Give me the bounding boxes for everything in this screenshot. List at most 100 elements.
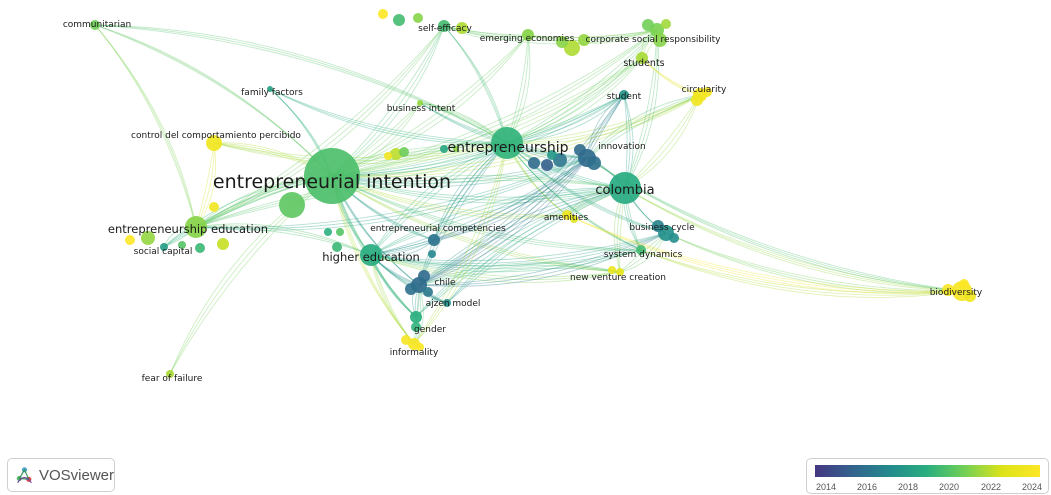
label-entrepreneurship-education[interactable]: entrepreneurship education	[108, 222, 268, 236]
minor-node[interactable]	[332, 242, 342, 252]
minor-node[interactable]	[691, 94, 703, 106]
label-colombia[interactable]: colombia	[595, 183, 654, 198]
node-ent[interactable]	[491, 127, 523, 159]
minor-node[interactable]	[324, 228, 332, 236]
minor-node[interactable]	[541, 159, 553, 171]
minor-node[interactable]	[453, 146, 459, 152]
label-entrepreneurship[interactable]: entrepreneurship	[447, 140, 568, 156]
network-map[interactable]: entrepreneurial intention entrepreneursh…	[0, 0, 1051, 455]
minor-node[interactable]	[401, 335, 411, 345]
node-he[interactable]	[360, 244, 382, 266]
node-ff[interactable]	[267, 86, 273, 92]
minor-node[interactable]	[141, 231, 155, 245]
node-ecomp[interactable]	[428, 234, 440, 246]
node-ccp[interactable]	[206, 135, 222, 151]
minor-node[interactable]	[556, 36, 568, 48]
minor-node[interactable]	[564, 40, 580, 56]
label-new-venture-creation[interactable]: new venture creation	[570, 273, 666, 283]
label-chile[interactable]: chile	[434, 278, 456, 288]
minor-node[interactable]	[279, 192, 305, 218]
node-sc[interactable]	[160, 243, 168, 251]
link-line	[433, 157, 588, 241]
minor-node[interactable]	[418, 270, 430, 282]
node-comm[interactable]	[90, 20, 100, 30]
minor-node[interactable]	[959, 279, 969, 289]
minor-node[interactable]	[405, 283, 417, 295]
minor-node[interactable]	[653, 33, 667, 47]
minor-node[interactable]	[702, 87, 712, 97]
minor-node[interactable]	[413, 13, 423, 23]
minor-node[interactable]	[399, 147, 409, 157]
label-fear-of-failure[interactable]: fear of failure	[142, 374, 203, 384]
node-bi[interactable]	[417, 100, 423, 106]
label-business-intent[interactable]: business intent	[387, 104, 456, 114]
minor-node[interactable]	[428, 250, 436, 258]
minor-node[interactable]	[209, 202, 219, 212]
minor-node[interactable]	[416, 343, 424, 351]
label-students[interactable]: students	[623, 58, 664, 69]
minor-node[interactable]	[608, 266, 616, 274]
minor-node[interactable]	[528, 157, 540, 169]
minor-node[interactable]	[456, 22, 468, 34]
label-corporate-social-responsibility[interactable]: corporate social responsibility	[586, 35, 722, 45]
label-higher-education[interactable]: higher education	[322, 250, 420, 264]
label-informality[interactable]: informality	[390, 348, 439, 358]
link-line	[331, 175, 642, 251]
node-ajz[interactable]	[443, 299, 451, 307]
label-control-del-comportamiento-percibido[interactable]: control del comportamiento percibido	[131, 131, 301, 141]
label-emerging-economies[interactable]: emerging economies	[480, 34, 575, 44]
minor-node[interactable]	[125, 235, 135, 245]
minor-node[interactable]	[390, 148, 402, 160]
vosviewer-logo[interactable]: VOSviewer	[7, 458, 115, 492]
label-business-cycle[interactable]: business cycle	[629, 223, 695, 233]
minor-node[interactable]	[440, 145, 448, 153]
label-family-factors[interactable]: family factors	[241, 88, 303, 98]
node-ei[interactable]	[304, 148, 360, 204]
label-social-capital[interactable]: social capital	[134, 247, 193, 257]
label-gender[interactable]: gender	[414, 325, 446, 335]
label-entrepreneurial-intention[interactable]: entrepreneurial intention	[213, 171, 451, 193]
minor-node[interactable]	[652, 220, 664, 232]
label-entrepreneurial-competencies[interactable]: entrepreneurial competencies	[370, 224, 506, 234]
node-stu[interactable]	[636, 52, 648, 64]
minor-node[interactable]	[942, 284, 954, 296]
label-student[interactable]: student	[607, 92, 642, 102]
label-self-efficacy[interactable]: self-efficacy	[418, 24, 472, 34]
node-fof[interactable]	[166, 370, 174, 378]
minor-node[interactable]	[393, 14, 405, 26]
minor-node[interactable]	[578, 34, 590, 46]
minor-node[interactable]	[547, 150, 557, 160]
node-amen[interactable]	[562, 210, 572, 220]
minor-node[interactable]	[336, 228, 344, 236]
minor-node[interactable]	[642, 19, 654, 31]
label-system-dynamics[interactable]: system dynamics	[604, 250, 683, 260]
label-innovation[interactable]: innovation	[598, 142, 646, 152]
node-ee[interactable]	[185, 216, 207, 238]
minor-node[interactable]	[195, 243, 205, 253]
minor-node[interactable]	[384, 152, 392, 160]
minor-node[interactable]	[661, 19, 671, 29]
minor-node[interactable]	[411, 322, 421, 332]
minor-node[interactable]	[378, 9, 388, 19]
minor-node[interactable]	[587, 156, 601, 170]
minor-node[interactable]	[574, 144, 586, 156]
minor-node[interactable]	[964, 290, 976, 302]
node-eme[interactable]	[522, 29, 534, 41]
label-circularity[interactable]: circularity	[682, 85, 727, 95]
link-line	[195, 225, 372, 256]
node-nvc[interactable]	[616, 268, 624, 276]
node-sd[interactable]	[636, 245, 646, 255]
label-biodiversity[interactable]: biodiversity	[930, 288, 983, 298]
minor-node[interactable]	[178, 241, 186, 249]
label-ajzen-model[interactable]: ajzen model	[426, 299, 481, 309]
minor-node[interactable]	[570, 215, 578, 223]
node-stud[interactable]	[619, 90, 629, 100]
minor-node[interactable]	[217, 238, 229, 250]
minor-node[interactable]	[669, 233, 679, 243]
label-communitarian[interactable]: communitarian	[63, 20, 131, 30]
minor-node[interactable]	[423, 287, 433, 297]
node-gen[interactable]	[410, 311, 422, 323]
label-amenities[interactable]: amenities	[544, 213, 589, 223]
node-se[interactable]	[438, 20, 450, 32]
node-col[interactable]	[609, 172, 641, 204]
